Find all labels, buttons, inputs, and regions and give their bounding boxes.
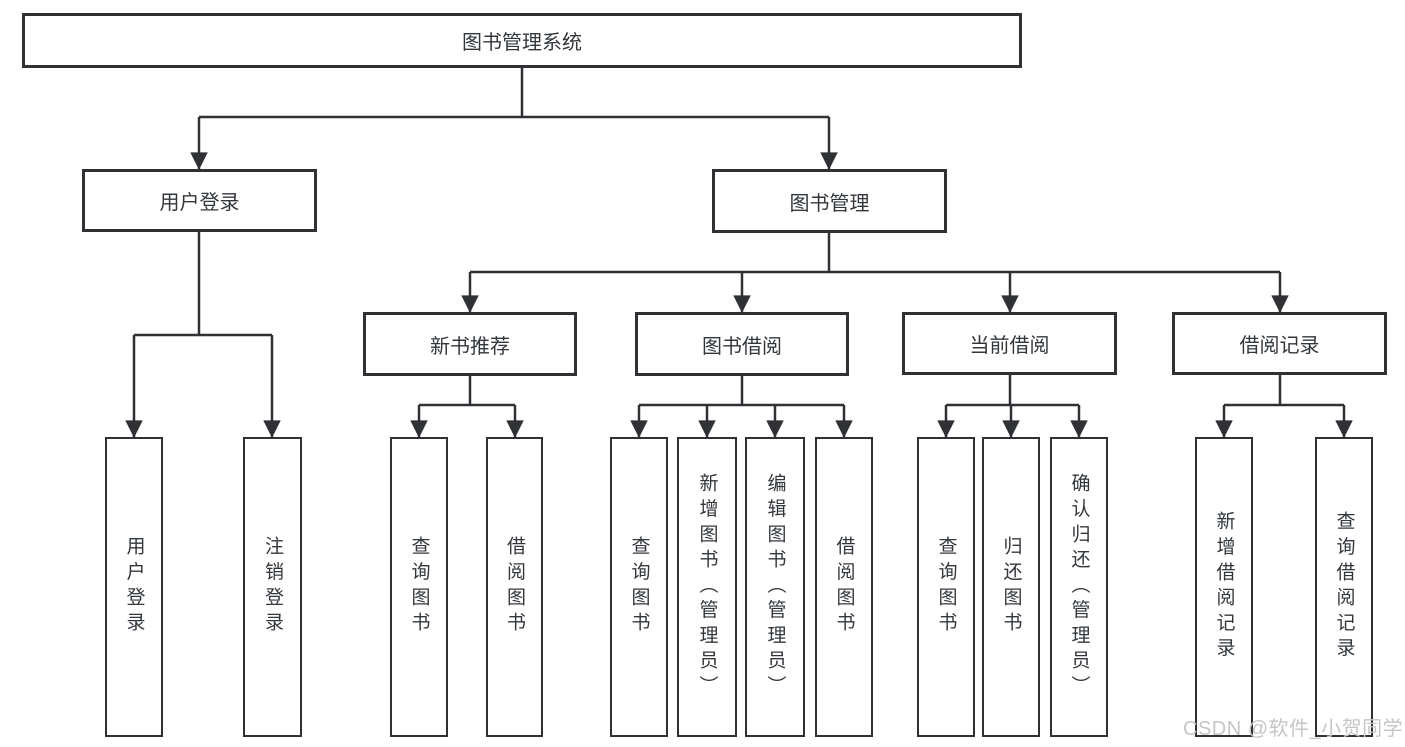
node-root-library-management-system: 图书管理系统 [22, 13, 1022, 68]
leaf-confirm-return-admin: 确认归还（管理员） [1050, 437, 1108, 737]
leaf-return-books: 归还图书 [982, 437, 1040, 737]
node-user-login: 用户登录 [82, 169, 317, 232]
node-label: 借阅记录 [1239, 335, 1320, 357]
node-label: 图书管理 [789, 192, 870, 215]
node-label: 借阅图书 [504, 536, 525, 638]
leaf-add-borrow-record: 新增借阅记录 [1195, 437, 1253, 737]
node-label: 新增借阅记录 [1213, 511, 1235, 663]
node-label: 查询借阅记录 [1333, 511, 1355, 663]
node-label: 归还图书 [1000, 536, 1022, 638]
leaf-edit-books-admin: 编辑图书（管理员） [745, 437, 805, 737]
node-label: 图书借阅 [702, 335, 782, 358]
node-label: 确认归还（管理员） [1068, 473, 1090, 701]
node-label: 查询图书 [628, 536, 650, 638]
node-label: 当前借阅 [969, 335, 1050, 357]
connector-skeleton [134, 68, 1344, 407]
node-label: 借阅图书 [833, 536, 855, 638]
leaf-add-books-admin: 新增图书（管理员） [677, 437, 737, 737]
node-current-borrow: 当前借阅 [902, 312, 1117, 375]
node-book-management: 图书管理 [712, 169, 947, 233]
leaf-borrow-query-books: 查询图书 [610, 437, 668, 737]
node-label: 用户登录 [123, 536, 145, 638]
node-label: 新书推荐 [430, 335, 510, 358]
leaf-newbook-query-books: 查询图书 [390, 437, 448, 737]
node-label: 图书管理系统 [462, 32, 582, 54]
leaf-borrow-books: 借阅图书 [815, 437, 873, 737]
node-label: 查询图书 [935, 536, 957, 638]
node-label: 查询图书 [408, 536, 430, 638]
csdn-watermark: CSDN @软件_小贺同学 [1183, 718, 1404, 740]
node-label: 用户登录 [159, 192, 240, 214]
leaf-current-query-books: 查询图书 [917, 437, 975, 737]
node-label: 编辑图书（管理员） [764, 473, 786, 701]
leaf-newbook-borrow-books: 借阅图书 [486, 437, 543, 737]
leaf-user-login: 用户登录 [105, 437, 163, 737]
node-borrow-records: 借阅记录 [1172, 312, 1387, 375]
leaf-logout: 注销登录 [243, 437, 302, 737]
leaf-query-borrow-record: 查询借阅记录 [1315, 437, 1373, 737]
node-label: 注销登录 [262, 536, 283, 638]
node-book-borrow: 图书借阅 [635, 312, 849, 376]
node-label: 新增图书（管理员） [696, 473, 718, 701]
node-new-book-recommend: 新书推荐 [363, 312, 577, 376]
